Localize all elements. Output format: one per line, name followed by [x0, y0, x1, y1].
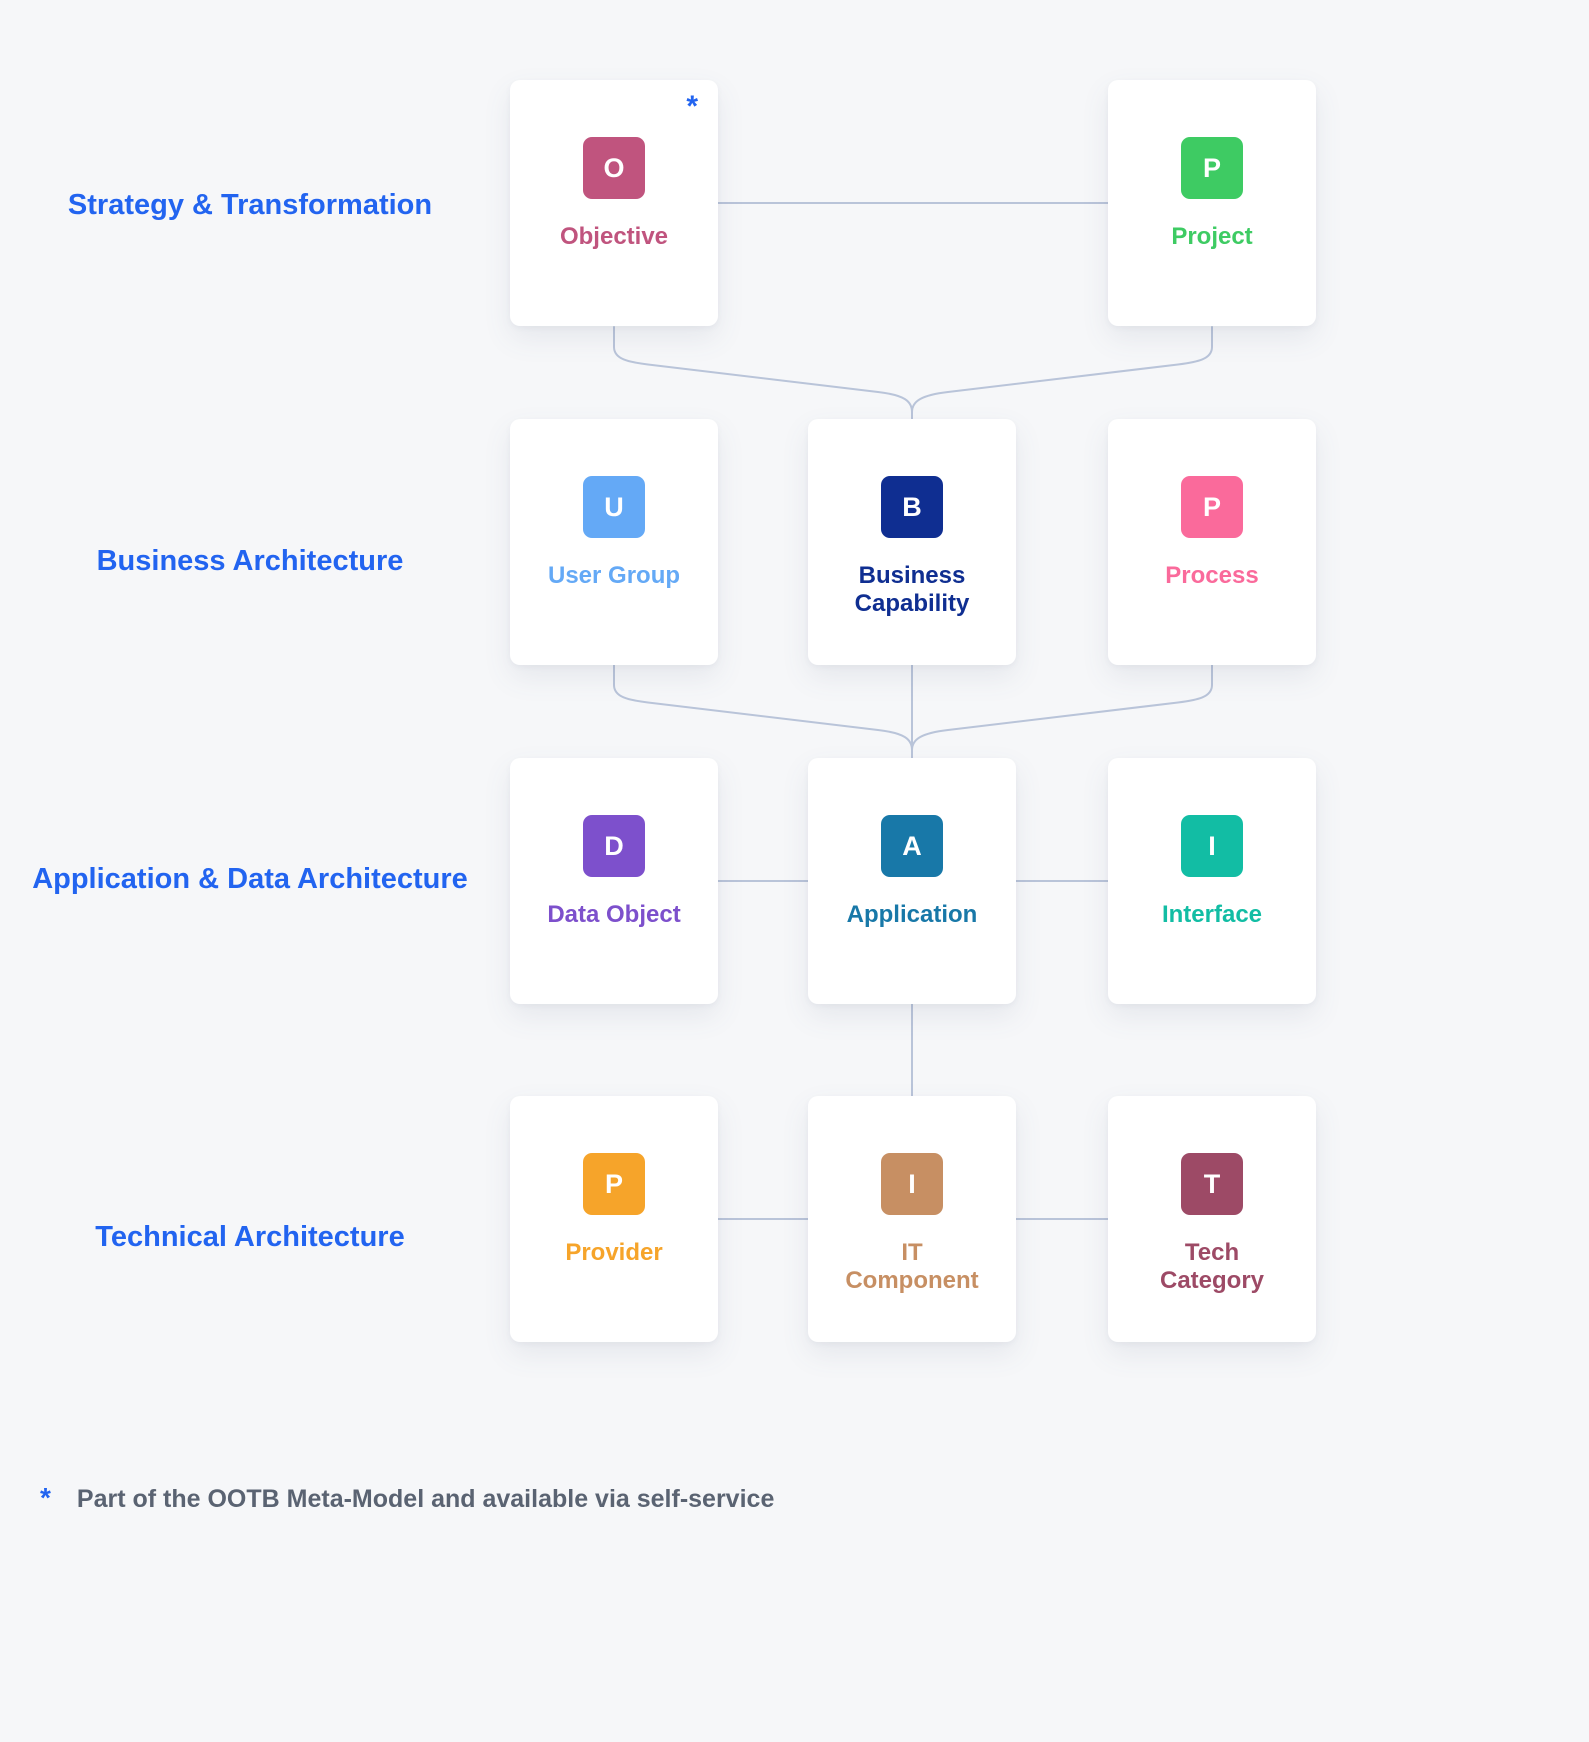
interface-badge-icon: I — [1181, 815, 1243, 877]
footnote-text: Part of the OOTB Meta-Model and availabl… — [76, 1485, 775, 1513]
connector-user-group-application — [613, 664, 913, 759]
tech-category-badge-icon: T — [1181, 1153, 1243, 1215]
card-it-component: I IT Component — [808, 1096, 1016, 1342]
layer-label-application-data-architecture: Application & Data Architecture — [32, 863, 468, 895]
tech-category-label: Tech Category — [1159, 1239, 1265, 1295]
connector-objective-business-capability — [613, 326, 913, 420]
footnote: * Part of the OOTB Meta-Model and availa… — [40, 1482, 774, 1514]
objective-label: Objective — [559, 223, 669, 250]
it-component-label: IT Component — [845, 1239, 979, 1295]
interface-label: Interface — [1161, 901, 1263, 928]
user-group-badge-icon: U — [583, 476, 645, 538]
provider-badge-icon: P — [583, 1153, 645, 1215]
business-capability-badge-icon: B — [881, 476, 943, 538]
footnote-asterisk: * — [40, 1482, 51, 1513]
process-label: Process — [1165, 562, 1259, 589]
connector-project-business-capability — [911, 326, 1213, 413]
layer-label-technical-architecture: Technical Architecture — [95, 1221, 405, 1253]
business-capability-label: Business Capability — [854, 562, 970, 618]
project-badge-icon: P — [1181, 137, 1243, 199]
process-badge-icon: P — [1181, 476, 1243, 538]
layer-label-strategy-transformation: Strategy & Transformation — [67, 189, 433, 221]
card-tech-category: T Tech Category — [1108, 1096, 1316, 1342]
user-group-label: User Group — [547, 562, 681, 589]
application-label: Application — [846, 901, 978, 928]
card-application: A Application — [808, 758, 1016, 1004]
project-label: Project — [1171, 223, 1253, 250]
card-objective: * O Objective — [510, 80, 718, 326]
card-data-object: D Data Object — [510, 758, 718, 1004]
card-interface: I Interface — [1108, 758, 1316, 1004]
it-component-badge-icon: I — [881, 1153, 943, 1215]
card-user-group: U User Group — [510, 419, 718, 665]
ootb-asterisk: * — [686, 90, 698, 123]
layer-label-business-architecture: Business Architecture — [96, 545, 404, 577]
data-object-badge-icon: D — [583, 815, 645, 877]
card-business-capability: B Business Capability — [808, 419, 1016, 665]
data-object-label: Data Object — [547, 901, 681, 928]
provider-label: Provider — [565, 1239, 663, 1266]
card-project: P Project — [1108, 80, 1316, 326]
connector-process-application — [911, 664, 1213, 751]
card-provider: P Provider — [510, 1096, 718, 1342]
objective-badge-icon: O — [583, 137, 645, 199]
card-process: P Process — [1108, 419, 1316, 665]
application-badge-icon: A — [881, 815, 943, 877]
